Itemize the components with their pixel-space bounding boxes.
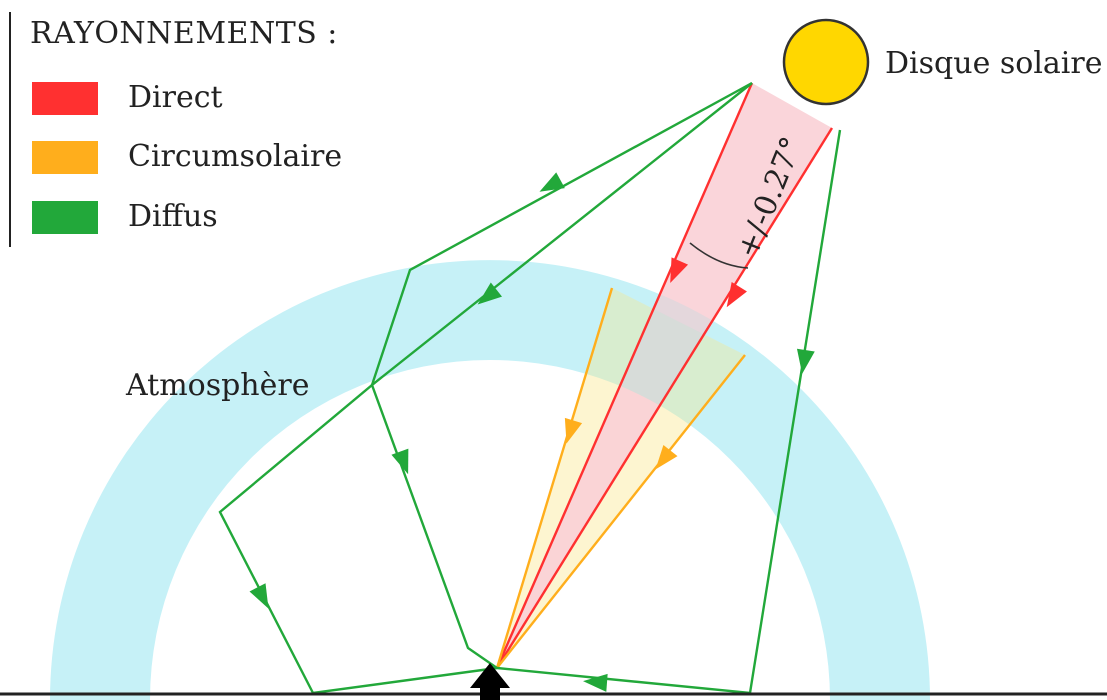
atmosphere-band xyxy=(50,260,930,700)
legend-swatch-direct xyxy=(32,82,98,115)
legend-divider xyxy=(9,12,11,247)
observer-arrow-icon xyxy=(470,663,510,700)
legend-title: RAYONNEMENTS : xyxy=(30,16,338,51)
legend-swatch-circumsolar xyxy=(32,141,98,174)
angle-arc xyxy=(689,242,749,269)
direct-rays xyxy=(495,82,834,669)
direct-arrowheads xyxy=(670,257,747,308)
legend-label-circumsolar: Circumsolaire xyxy=(128,139,343,174)
sun-label: Disque solaire xyxy=(885,46,1103,81)
circumsolar-rays xyxy=(495,287,746,669)
sun-disc-icon xyxy=(782,18,870,106)
legend-item-direct: Direct xyxy=(32,80,392,122)
diffuse-arrowheads xyxy=(249,172,815,692)
legend-label-direct: Direct xyxy=(128,80,223,115)
legend-item-diffuse: Diffus xyxy=(32,199,392,241)
legend-swatch-diffuse xyxy=(32,201,98,234)
atmosphere-label: Atmosphère xyxy=(126,368,310,403)
legend-item-circumsolar: Circumsolaire xyxy=(32,139,392,181)
circumsolar-arrowheads xyxy=(564,417,678,470)
legend-label-diffuse: Diffus xyxy=(128,199,218,234)
